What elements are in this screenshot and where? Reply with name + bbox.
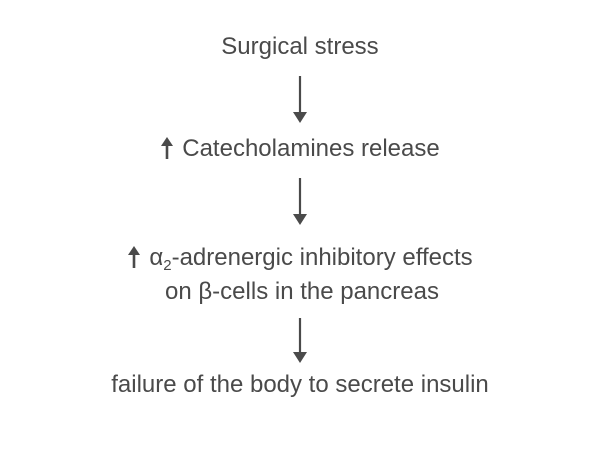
alpha-subscript: 2 (163, 257, 172, 274)
node-alpha2-adrenergic-effects: α2-adrenergic inhibitory effects on β-ce… (0, 241, 600, 309)
node-text: Catecholamines release (182, 135, 440, 162)
down-arrow-icon (293, 178, 307, 225)
alpha-symbol: α (149, 244, 164, 271)
node-text: Surgical stress (221, 33, 379, 60)
down-arrow-icon (293, 76, 307, 123)
node-surgical-stress: Surgical stress (0, 30, 600, 64)
node-text: failure of the body to secrete insulin (111, 371, 489, 398)
down-arrow-icon (293, 318, 307, 363)
node-text-line2: on β-cells in the pancreas (165, 278, 439, 305)
node-catecholamines-release: Catecholamines release (0, 132, 600, 166)
node-text-line1: -adrenergic inhibitory effects (171, 244, 473, 271)
up-arrow-icon (128, 246, 141, 268)
node-insulin-secretion-failure: failure of the body to secrete insulin (0, 368, 600, 402)
up-arrow-icon (161, 137, 174, 159)
